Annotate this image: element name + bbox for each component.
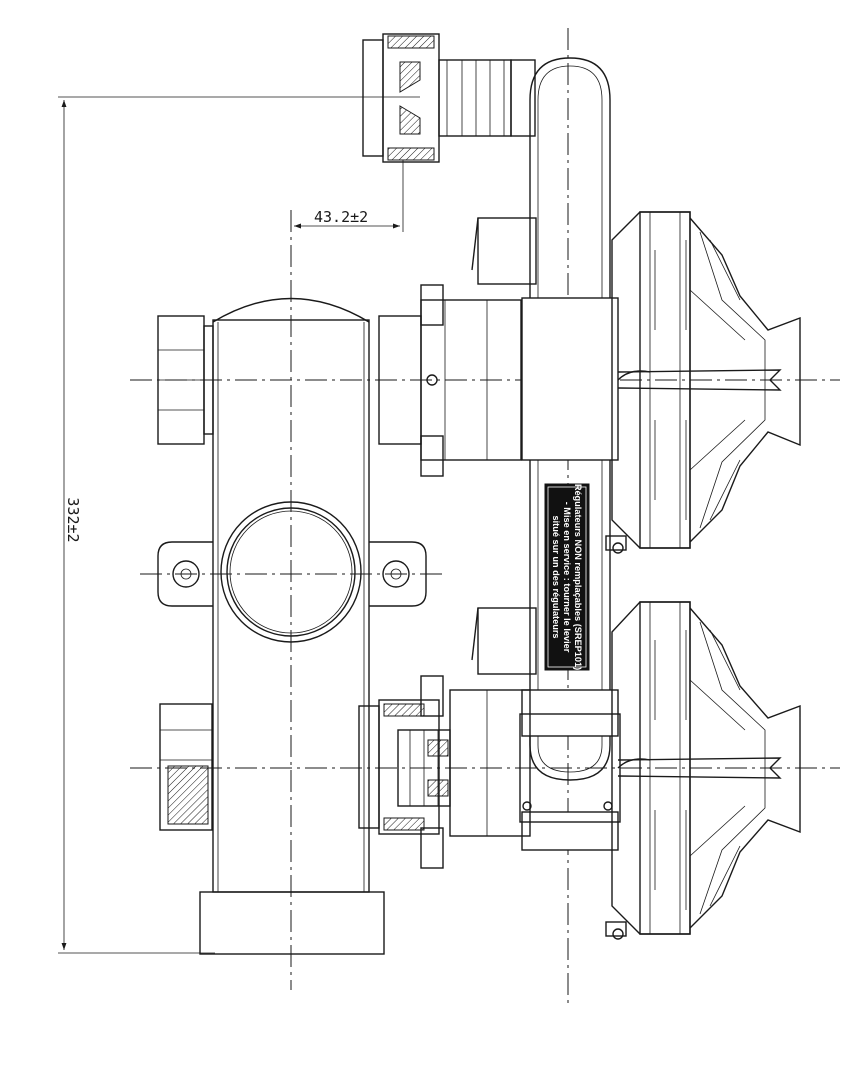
label-line-3: situé sur un des régulateurs (551, 515, 561, 638)
offset-dimension-label: 43.2±2 (314, 208, 368, 226)
lower-outlet-fitting (358, 607, 621, 869)
regulator-lower (605, 601, 801, 940)
label-line-2: - Mise en service : tourner le levier (562, 502, 572, 653)
label-line-1: Régulateurs NON remplaçables (SREP101) (573, 484, 583, 670)
collector-body (157, 297, 427, 955)
height-dimension: 332±2 (58, 96, 420, 954)
offset-dimension: 43.2±2 (294, 160, 404, 232)
transfer-tube (521, 57, 619, 851)
height-dimension-label: 332±2 (64, 497, 82, 542)
upper-outlet-fitting (378, 217, 537, 477)
label-plate: Régulateurs NON remplaçables (SREP101) -… (544, 483, 590, 671)
top-inlet-fitting (362, 33, 536, 163)
regulator-upper (605, 211, 801, 554)
